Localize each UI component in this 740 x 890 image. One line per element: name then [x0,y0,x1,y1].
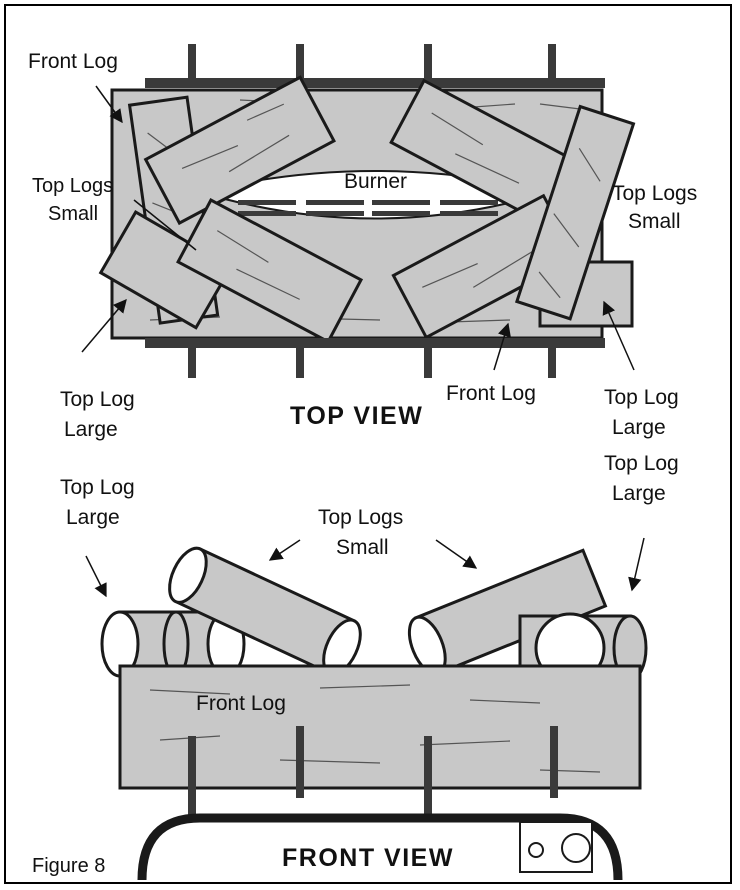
front-top-log-small-left [168,546,362,676]
label-front-top-log-large-right-2: Large [612,482,666,505]
grate-post [548,44,556,88]
top-log-large-left-pointer [81,298,127,353]
label-front-top-logs-small-2: Small [336,536,389,559]
label-front-top-log-large-right-1: Top Log [604,452,679,475]
top-logs-small-left-pointer [133,199,197,251]
label-front-top-log-large-left-2: Large [66,506,120,529]
burner-port [306,200,364,205]
wood-grain [538,147,601,299]
wood-grain [422,250,534,288]
label-top-logs-small-right-1: Top Logs [612,182,697,205]
label-top-log-large-right-1: Top Log [604,386,679,409]
grate-leg [188,736,196,818]
front-log-top-pointer [95,85,123,124]
front-top-log-large-left-pointer [85,555,107,598]
top-log-small-lower-left [176,198,364,344]
label-front-top-logs-small-1: Top Logs [318,506,403,529]
top-log-large-right [514,104,636,321]
burner-port [306,211,364,216]
label-front-log-top: Front Log [28,50,118,73]
wood-grain [181,103,290,173]
front-log-bottom-pointer [493,322,511,371]
grate-post [424,338,432,378]
burner-port [238,200,296,205]
valve-knob-small [528,842,544,858]
label-front-top-log-large-left-1: Top Log [60,476,135,499]
label-top-log-large-left-1: Top Log [60,388,135,411]
burner-port [238,211,296,216]
burner-port [372,211,430,216]
label-front-log-bottom: Front Log [446,382,536,405]
burner-port [440,211,498,216]
grate-leg [296,726,304,798]
grate-base-bar [137,813,623,881]
log-end-cap [168,546,208,604]
burner-port [372,200,430,205]
label-top-logs-small-right-2: Small [628,210,681,233]
grate-rail-top [145,78,605,88]
grate-rail-bottom [145,338,605,348]
wood-grain [216,230,300,300]
grate-leg [550,726,558,798]
front-top-log-large-right-pointer [628,537,645,592]
figure-label: Figure 8 [32,855,105,877]
label-top-log-large-left-2: Large [64,418,118,441]
label-burner: Burner [344,170,407,193]
label-front-log: Front Log [196,692,286,715]
front-top-logs-small-left-pointer [268,539,301,561]
grate-leg [424,736,432,818]
grate-post [296,338,304,378]
grate-post [548,338,556,378]
wood-grain [431,112,520,184]
heading-top-view: TOP VIEW [290,402,423,430]
grate-post [424,44,432,88]
label-top-log-large-right-2: Large [612,416,666,439]
grate-post [188,338,196,378]
front-top-logs-small-right-pointer [435,539,478,569]
grate-post [188,44,196,88]
burner-port [440,200,498,205]
grate-post [296,44,304,88]
top-view: Front Log Burner Top Logs Small Top Logs… [28,44,697,441]
front-top-log-small-right [407,548,608,676]
label-top-logs-small-left-2: Small [48,203,98,225]
heading-front-view: FRONT VIEW [282,844,454,872]
front-view: Top Log Large Top Logs Small Top Log Lar… [32,452,679,881]
top-log-large-right-pointer [602,300,635,371]
front-log-front-view [118,664,642,790]
label-top-logs-small-left-1: Top Logs [32,175,113,197]
top-log-small-upper-left [143,75,336,226]
valve-knob-large [561,833,591,863]
